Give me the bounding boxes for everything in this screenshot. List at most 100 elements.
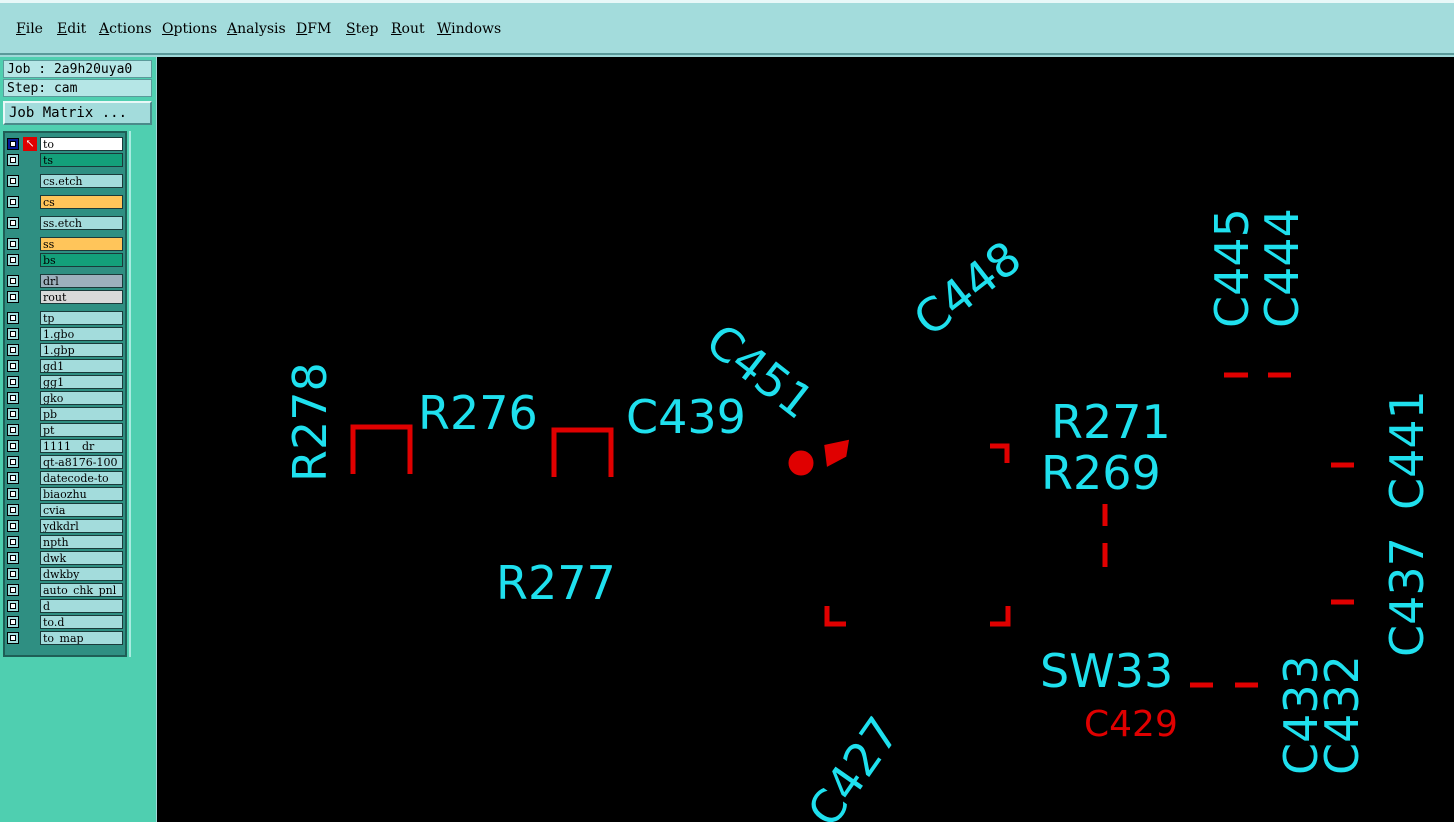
menu-actions[interactable]: Actions: [99, 21, 152, 37]
layer-checkbox[interactable]: [7, 408, 19, 420]
layer-row[interactable]: bs: [5, 253, 125, 267]
menu-analysis[interactable]: Analysis: [227, 21, 286, 37]
layer-checkbox[interactable]: [7, 154, 19, 166]
layer-row[interactable]: datecode-to: [5, 471, 125, 485]
layer-name[interactable]: to.d: [40, 615, 123, 629]
layer-name[interactable]: ydkdrl: [40, 519, 123, 533]
menu-step[interactable]: Step: [346, 21, 379, 37]
layer-name[interactable]: biaozhu: [40, 487, 123, 501]
layer-row[interactable]: pb: [5, 407, 125, 421]
layer-row[interactable]: gd1: [5, 359, 125, 373]
layer-checkbox[interactable]: [7, 196, 19, 208]
layer-checkbox[interactable]: [7, 360, 19, 372]
layer-checkbox[interactable]: [7, 254, 19, 266]
layer-name[interactable]: drl: [40, 274, 123, 288]
layer-name[interactable]: auto_chk_pnl: [40, 583, 123, 597]
layer-name[interactable]: bs: [40, 253, 123, 267]
layer-row[interactable]: cvia: [5, 503, 125, 517]
layer-row[interactable]: cs.etch: [5, 174, 125, 188]
layer-checkbox[interactable]: [7, 291, 19, 303]
layer-name[interactable]: cvia: [40, 503, 123, 517]
layer-checkbox[interactable]: [7, 328, 19, 340]
layer-checkbox[interactable]: [7, 472, 19, 484]
layer-checkbox[interactable]: [7, 552, 19, 564]
menu-dfm[interactable]: DFM: [296, 21, 332, 37]
layer-checkbox[interactable]: [7, 275, 19, 287]
layer-row[interactable]: ss: [5, 237, 125, 251]
menu-edit[interactable]: Edit: [57, 21, 87, 37]
layer-checkbox[interactable]: [7, 217, 19, 229]
layer-checkbox[interactable]: [7, 488, 19, 500]
graphics-canvas[interactable]: R278 R276 C439 C451 C448 C445 C444 R271 …: [157, 57, 1454, 822]
layer-checkbox[interactable]: [7, 376, 19, 388]
layer-checkbox[interactable]: [7, 536, 19, 548]
layer-checkbox[interactable]: [7, 568, 19, 580]
layer-checkbox[interactable]: [7, 632, 19, 644]
layer-row[interactable]: gg1: [5, 375, 125, 389]
menu-rout[interactable]: Rout: [391, 21, 425, 37]
layer-name[interactable]: qt-a8176-100: [40, 455, 123, 469]
layer-row[interactable]: ss.etch: [5, 216, 125, 230]
layer-row[interactable]: pt: [5, 423, 125, 437]
layer-name[interactable]: rout: [40, 290, 123, 304]
layer-name[interactable]: to_map: [40, 631, 123, 645]
layer-row[interactable]: tp: [5, 311, 125, 325]
layer-row[interactable]: rout: [5, 290, 125, 304]
layer-name[interactable]: 1.gbp: [40, 343, 123, 357]
layer-name[interactable]: pb: [40, 407, 123, 421]
layer-row[interactable]: to_map: [5, 631, 125, 645]
layer-checkbox[interactable]: [7, 520, 19, 532]
layer-name[interactable]: gg1: [40, 375, 123, 389]
layer-name[interactable]: gko: [40, 391, 123, 405]
layer-row[interactable]: biaozhu: [5, 487, 125, 501]
layer-name[interactable]: ss.etch: [40, 216, 123, 230]
layer-name[interactable]: dwk: [40, 551, 123, 565]
layer-row[interactable]: dwk: [5, 551, 125, 565]
layer-name[interactable]: 1.gbo: [40, 327, 123, 341]
layer-checkbox[interactable]: [7, 175, 19, 187]
layer-checkbox[interactable]: [7, 456, 19, 468]
layer-row[interactable]: to↖: [5, 137, 125, 151]
layer-checkbox[interactable]: [7, 600, 19, 612]
layer-row[interactable]: cs: [5, 195, 125, 209]
layer-row[interactable]: qt-a8176-100: [5, 455, 125, 469]
menu-options[interactable]: Options: [162, 21, 218, 37]
layer-name[interactable]: pt: [40, 423, 123, 437]
layer-name[interactable]: d: [40, 599, 123, 613]
layer-checkbox[interactable]: [7, 584, 19, 596]
layer-checkbox[interactable]: [7, 344, 19, 356]
layer-name[interactable]: cs: [40, 195, 123, 209]
layer-name[interactable]: cs.etch: [40, 174, 123, 188]
layer-name[interactable]: dwkby: [40, 567, 123, 581]
layer-row[interactable]: dwkby: [5, 567, 125, 581]
layer-row[interactable]: ydkdrl: [5, 519, 125, 533]
layer-checkbox[interactable]: [7, 138, 19, 150]
layer-row[interactable]: 1111__dr: [5, 439, 125, 453]
layer-row[interactable]: d: [5, 599, 125, 613]
layer-name[interactable]: tp: [40, 311, 123, 325]
layer-checkbox[interactable]: [7, 504, 19, 516]
menu-file[interactable]: File: [16, 21, 43, 37]
layer-row[interactable]: 1.gbo: [5, 327, 125, 341]
layer-checkbox[interactable]: [7, 238, 19, 250]
layer-row[interactable]: npth: [5, 535, 125, 549]
layer-name[interactable]: npth: [40, 535, 123, 549]
job-matrix-button[interactable]: Job Matrix ...: [3, 101, 152, 125]
layer-row[interactable]: drl: [5, 274, 125, 288]
layer-checkbox[interactable]: [7, 440, 19, 452]
layer-name[interactable]: to: [40, 137, 123, 151]
layer-name[interactable]: ss: [40, 237, 123, 251]
layer-row[interactable]: auto_chk_pnl: [5, 583, 125, 597]
layer-name[interactable]: datecode-to: [40, 471, 123, 485]
layer-row[interactable]: ts: [5, 153, 125, 167]
layer-checkbox[interactable]: [7, 312, 19, 324]
layer-name[interactable]: gd1: [40, 359, 123, 373]
layer-row[interactable]: to.d: [5, 615, 125, 629]
layer-list-scrollbar[interactable]: [129, 131, 155, 657]
layer-row[interactable]: 1.gbp: [5, 343, 125, 357]
layer-checkbox[interactable]: [7, 616, 19, 628]
layer-name[interactable]: 1111__dr: [40, 439, 123, 453]
menu-windows[interactable]: Windows: [437, 21, 502, 37]
layer-row[interactable]: gko: [5, 391, 125, 405]
layer-name[interactable]: ts: [40, 153, 123, 167]
